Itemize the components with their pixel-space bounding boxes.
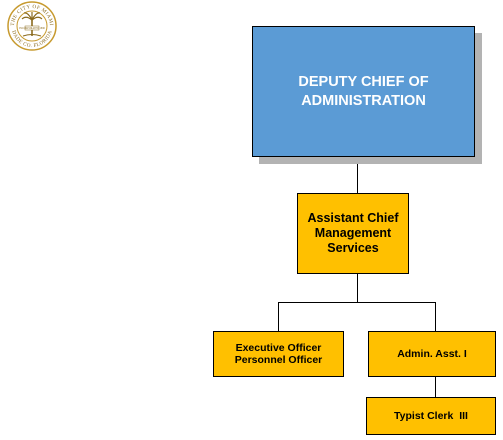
- org-box-executive-officer: Executive Officer Personnel Officer: [213, 331, 344, 377]
- org-box-assistant-chief: Assistant Chief Management Services: [297, 193, 409, 274]
- org-box-typist-clerk-label: Typist Clerk III: [394, 410, 468, 422]
- city-seal-logo: THE CITY OF MIAMI DADE CO. FLORIDA INCOR…: [7, 1, 57, 51]
- org-box-personnel-officer-line2: Personnel Officer: [234, 354, 323, 366]
- org-box-typist-clerk: Typist Clerk III: [366, 397, 496, 435]
- org-box-deputy-chief: DEPUTY CHIEF OF ADMINISTRATION: [252, 26, 475, 157]
- svg-text:INCORPORATED 1896: INCORPORATED 1896: [19, 27, 45, 30]
- org-box-deputy-chief-label: DEPUTY CHIEF OF ADMINISTRATION: [298, 73, 429, 109]
- org-box-executive-officer-line1: Executive Officer: [235, 342, 322, 354]
- org-box-assistant-chief-label: Assistant Chief Management Services: [307, 211, 399, 255]
- org-box-admin-asst-label: Admin. Asst. I: [397, 348, 467, 360]
- org-box-admin-asst: Admin. Asst. I: [368, 331, 496, 377]
